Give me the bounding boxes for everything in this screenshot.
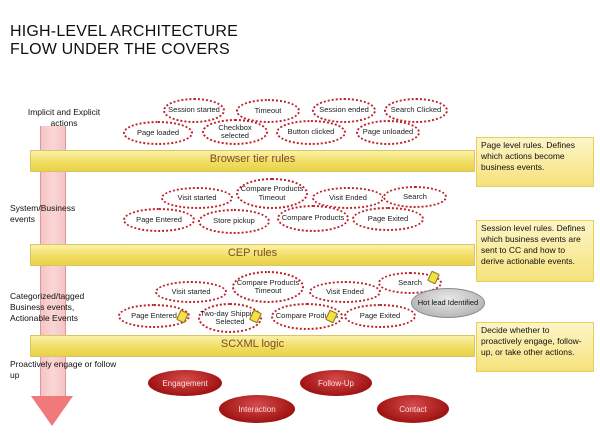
label-categorized: Categorized/tagged Business events, Acti… bbox=[10, 291, 85, 323]
event-checkbox-selected: Checkbox selected bbox=[202, 119, 268, 145]
label-system-business: System/Business events bbox=[10, 203, 76, 224]
band-cep: CEP rules bbox=[30, 244, 475, 266]
event-compare-products-timeout-tagged: Compare Products Timeout bbox=[232, 271, 304, 303]
band-scxml-label: SCXML logic bbox=[220, 338, 285, 350]
action-interaction: Interaction bbox=[219, 395, 295, 423]
event-compare-products: Compare Products bbox=[277, 205, 349, 232]
note-decide: Decide whether to proactively engage, fo… bbox=[476, 322, 594, 372]
event-search-clicked: Search Clicked bbox=[384, 98, 448, 123]
event-search-tagged: Search bbox=[378, 272, 442, 294]
event-session-ended: Session ended bbox=[312, 98, 376, 123]
event-button-clicked: Button clicked bbox=[276, 120, 346, 145]
event-visit-ended-tagged: Visit Ended bbox=[309, 281, 381, 303]
band-scxml: SCXML logic bbox=[30, 335, 475, 357]
band-browser-label: Browser tier rules bbox=[209, 153, 296, 165]
band-browser-tier: Browser tier rules bbox=[30, 150, 475, 172]
label-implicit-explicit: Implicit and Explicit actions bbox=[27, 107, 101, 128]
diagram-title: HIGH-LEVEL ARCHITECTURE bbox=[10, 23, 239, 40]
event-compare-products-tagged: Compare Products bbox=[271, 303, 343, 330]
label-proactive: Proactively engage or follow up bbox=[10, 359, 117, 380]
event-page-exited-tagged: Page Exited bbox=[344, 304, 416, 328]
action-contact: Contact bbox=[377, 395, 449, 423]
hot-lead-identified: Hot lead Identified bbox=[411, 288, 485, 318]
event-page-entered: Page Entered bbox=[123, 208, 195, 232]
event-page-exited: Page Exited bbox=[352, 207, 424, 231]
event-visit-started-tagged: Visit started bbox=[155, 281, 227, 303]
note-session-level: Session level rules. Defines which busin… bbox=[476, 220, 594, 282]
event-page-entered-tagged: Page Entered bbox=[118, 304, 190, 328]
event-visit-ended: Visit Ended bbox=[312, 187, 384, 209]
band-cep-label: CEP rules bbox=[227, 247, 278, 259]
event-store-pickup: Store pickup bbox=[198, 209, 270, 234]
event-session-started: Session started bbox=[163, 98, 225, 123]
action-engagement: Engagement bbox=[148, 370, 222, 396]
event-visit-started: Visit started bbox=[161, 187, 233, 209]
event-search: Search bbox=[383, 186, 447, 208]
action-follow-up: Follow-Up bbox=[300, 370, 372, 396]
diagram-subtitle: FLOW UNDER THE COVERS bbox=[10, 41, 230, 58]
flow-arrow-head bbox=[31, 396, 73, 426]
event-compare-products-timeout: Compare Products Timeout bbox=[236, 178, 308, 209]
event-page-unloaded: Page unloaded bbox=[356, 120, 420, 145]
note-page-level: Page level rules. Defines which actions … bbox=[476, 137, 594, 187]
event-page-loaded: Page loaded bbox=[123, 121, 193, 145]
